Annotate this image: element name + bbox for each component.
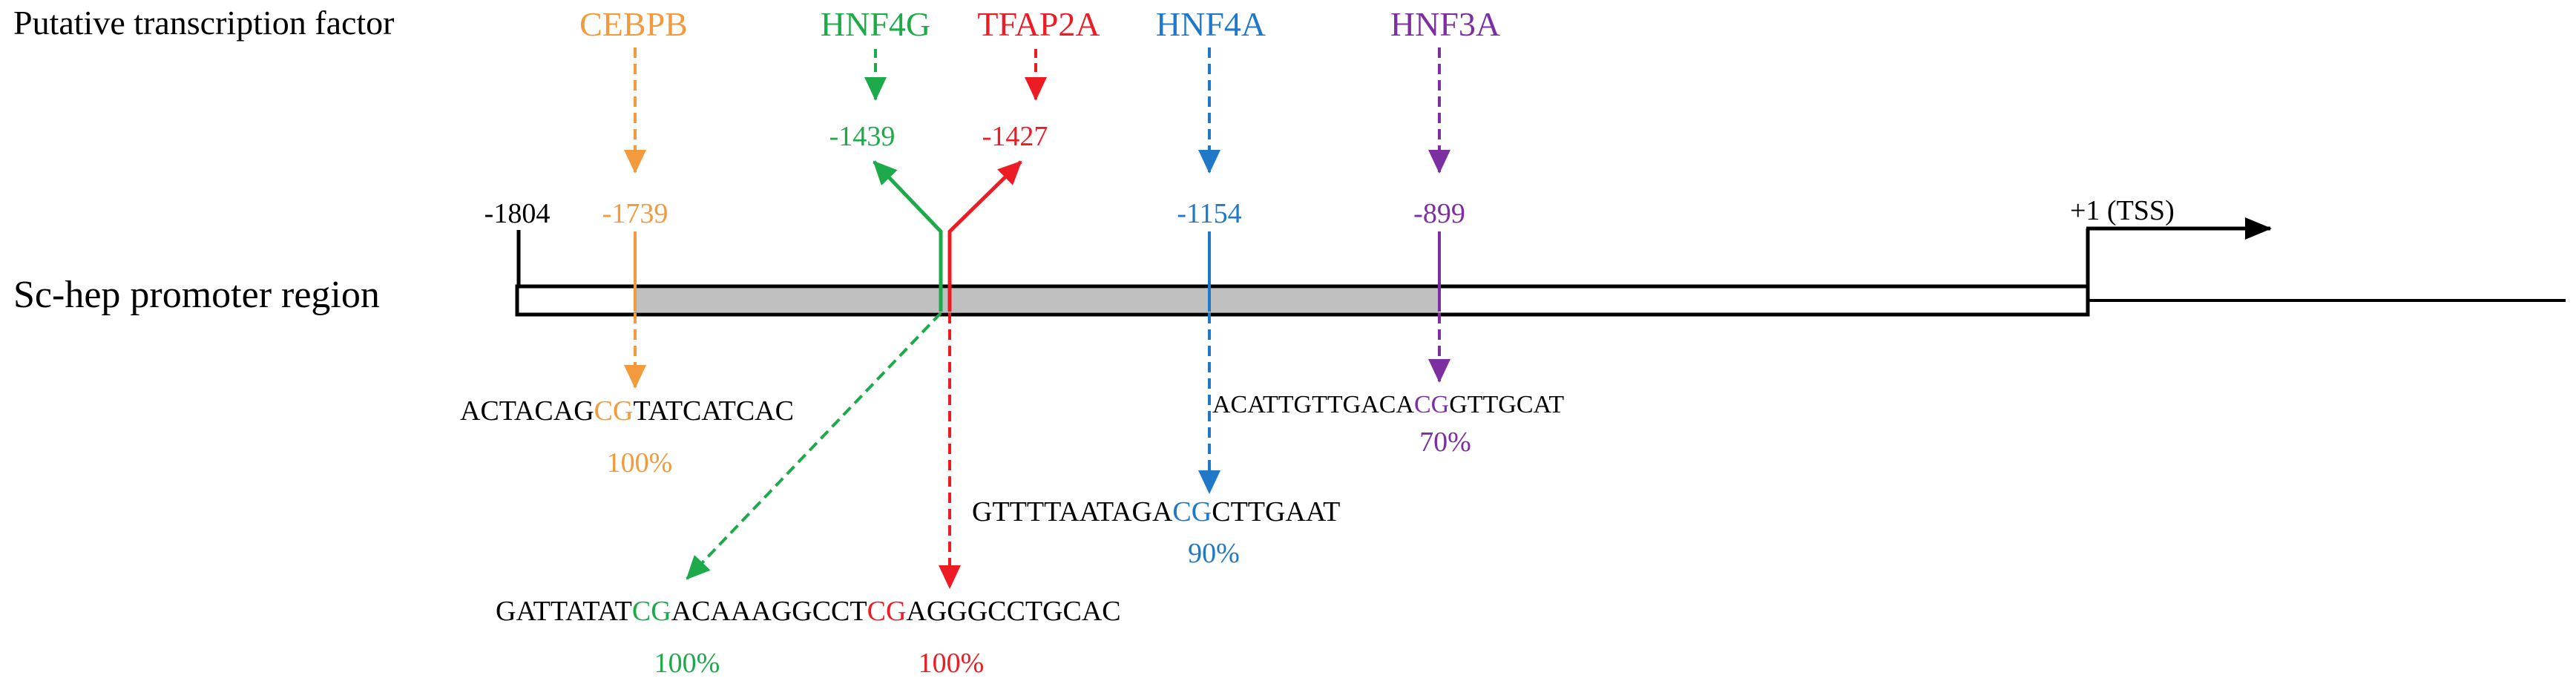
tf-name-hnf4g: HNF4G <box>821 5 930 43</box>
percent-hnf3a: 70% <box>1419 427 1471 458</box>
position-hnf3a: -899 <box>1413 198 1465 229</box>
tf-name-hnf3a: HNF3A <box>1390 5 1500 43</box>
percent-hnf4g: 100% <box>654 648 720 679</box>
position-tfap2a: -1427 <box>982 121 1048 152</box>
position-hnf4g: -1439 <box>829 121 896 152</box>
tf-header-label: Putative transcription factor <box>13 4 395 42</box>
sequence-hnf3a: ACATTGTTGACACGGTTGCAT <box>1212 391 1564 418</box>
line-hnf4g-fork <box>873 160 943 312</box>
tf-name-tfap2a: TFAP2A <box>977 5 1100 43</box>
position-cebpb: -1739 <box>602 198 668 229</box>
region-label: Sc-hep promoter region <box>13 274 380 316</box>
cpg-island-shade <box>635 289 1439 312</box>
sequence-hnf4a: GTTTTAATAGACGCTTGAAT <box>972 496 1340 527</box>
arrow-hnf4g-bottom <box>686 312 942 580</box>
position-hnf4a: -1154 <box>1177 198 1241 229</box>
tss-label: +1 (TSS) <box>2070 195 2175 226</box>
tf-name-cebpb: CEBPB <box>579 5 688 43</box>
percent-cebpb: 100% <box>607 447 673 479</box>
sequence-hnf4g-tfap2a: GATTATATCGACAAAGGCCTCGAGGGCCTGCAC <box>496 596 1121 627</box>
start-position-label: -1804 <box>484 198 551 229</box>
sequence-cebpb: ACTACAGCGTATCATCAC <box>460 395 794 427</box>
line-tfap2a-fork <box>947 160 1022 312</box>
percent-tfap2a: 100% <box>919 648 985 679</box>
percent-hnf4a: 90% <box>1188 538 1240 569</box>
tf-name-hnf4a: HNF4A <box>1156 5 1266 43</box>
